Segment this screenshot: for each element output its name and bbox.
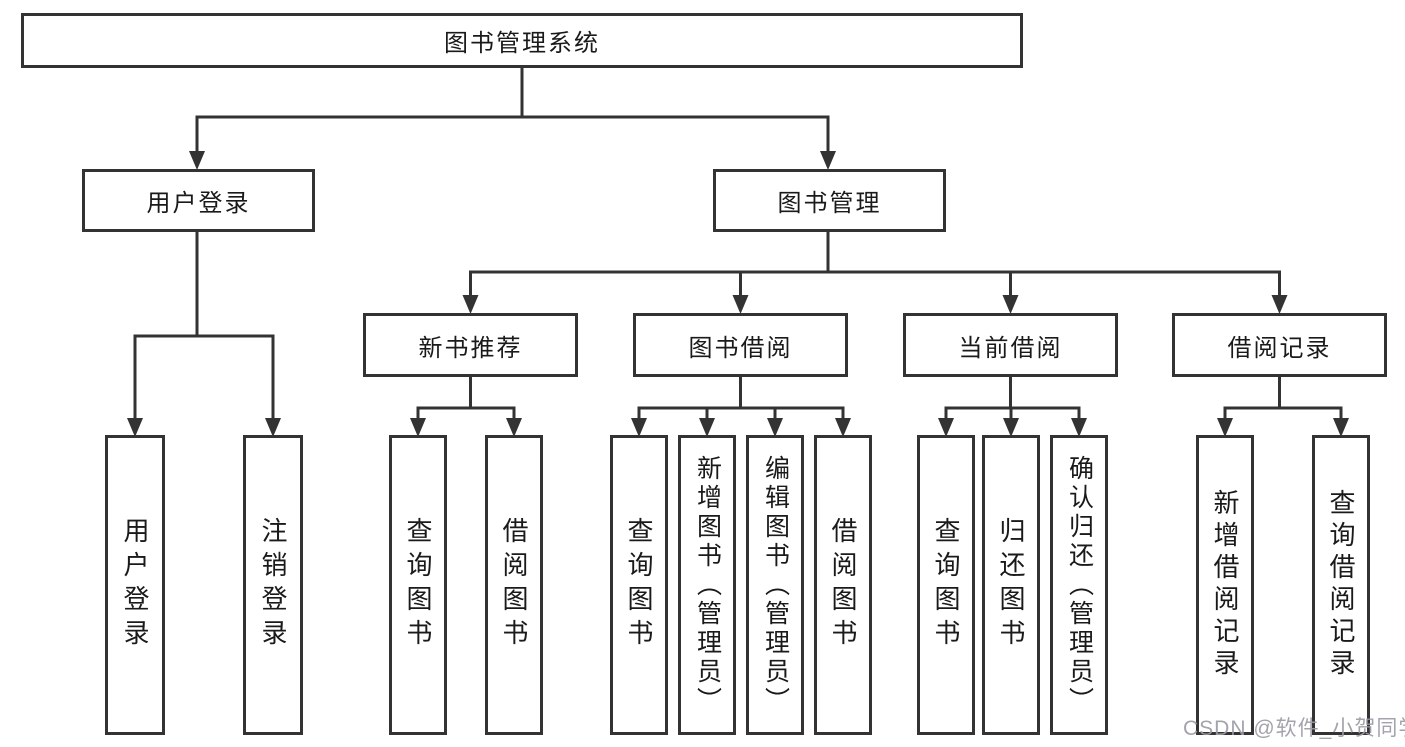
leaf-recommend-borrow-books-label: 借阅图书	[499, 517, 529, 653]
leaf-borrowing-add-books-admin: 新增图书（管理员）	[678, 435, 736, 735]
leaf-records-add-record: 新增借阅记录	[1196, 435, 1254, 735]
leaf-borrowing-edit-books-admin: 编辑图书（管理员）	[746, 435, 804, 735]
connector-mgmt-to-level3	[469, 232, 1281, 297]
leaf-borrowing-edit-books-admin-label: 编辑图书（管理员）	[761, 454, 790, 716]
node-user-login: 用户登录	[82, 169, 315, 232]
node-new-book-recommend-label: 新书推荐	[418, 334, 523, 362]
leaf-user-login-label: 用户登录	[120, 517, 150, 653]
leaf-current-confirm-return-admin: 确认归还（管理员）	[1050, 435, 1108, 735]
leaf-borrowing-query-books-label: 查询图书	[624, 517, 654, 653]
csdn-watermark: CSDN @软件_小贺同学	[1183, 717, 1405, 740]
connector-current-to-leaves	[944, 377, 1081, 420]
leaf-recommend-query-books: 查询图书	[389, 435, 447, 735]
leaf-records-query-record-label: 查询借阅记录	[1326, 489, 1356, 681]
node-current-borrowing-label: 当前借阅	[958, 334, 1063, 362]
leaf-recommend-query-books-label: 查询图书	[403, 517, 433, 653]
node-borrowing-records-label: 借阅记录	[1227, 334, 1332, 362]
connector-records-to-leaves	[1223, 377, 1343, 420]
node-root: 图书管理系统	[21, 13, 1023, 68]
node-user-login-label: 用户登录	[146, 190, 251, 217]
node-book-borrowing: 图书借阅	[633, 313, 848, 377]
leaf-current-return-books-label: 归还图书	[996, 517, 1026, 653]
leaf-logout-label: 注销登录	[258, 517, 288, 653]
node-book-borrowing-label: 图书借阅	[688, 334, 793, 362]
leaf-borrowing-query-books: 查询图书	[610, 435, 668, 735]
arrow-borrowing	[732, 295, 749, 314]
arrow-recommend	[462, 295, 479, 314]
arrow-current	[1002, 295, 1019, 314]
arrow-book-mgmt	[820, 151, 836, 170]
node-book-mgmt: 图书管理	[713, 169, 946, 232]
connector-recommend-to-leaves	[416, 377, 516, 420]
node-borrowing-records: 借阅记录	[1172, 313, 1387, 377]
leaf-records-query-record: 查询借阅记录	[1312, 435, 1370, 735]
leaf-current-return-books: 归还图书	[982, 435, 1040, 735]
arrow-records	[1271, 295, 1288, 314]
leaf-borrowing-borrow-books: 借阅图书	[814, 435, 872, 735]
leaf-logout: 注销登录	[243, 435, 303, 735]
node-new-book-recommend: 新书推荐	[363, 313, 578, 377]
connector-root-to-level2	[195, 68, 830, 153]
leaf-borrowing-borrow-books-label: 借阅图书	[828, 517, 858, 653]
leaf-records-add-record-label: 新增借阅记录	[1210, 489, 1240, 681]
node-root-label: 图书管理系统	[444, 30, 600, 57]
leaf-current-confirm-return-admin-label: 确认归还（管理员）	[1065, 454, 1094, 716]
node-current-borrowing: 当前借阅	[903, 313, 1118, 377]
leaf-current-query-books-label: 查询图书	[931, 517, 961, 653]
connector-borrow-to-leaves	[637, 377, 845, 420]
connector-login-to-leaves	[133, 232, 275, 420]
node-book-mgmt-label: 图书管理	[777, 190, 882, 217]
leaf-recommend-borrow-books: 借阅图书	[485, 435, 543, 735]
leaf-current-query-books: 查询图书	[917, 435, 975, 735]
leaf-borrowing-add-books-admin-label: 新增图书（管理员）	[693, 454, 722, 716]
arrow-user-login	[189, 151, 205, 170]
leaf-user-login: 用户登录	[105, 435, 165, 735]
